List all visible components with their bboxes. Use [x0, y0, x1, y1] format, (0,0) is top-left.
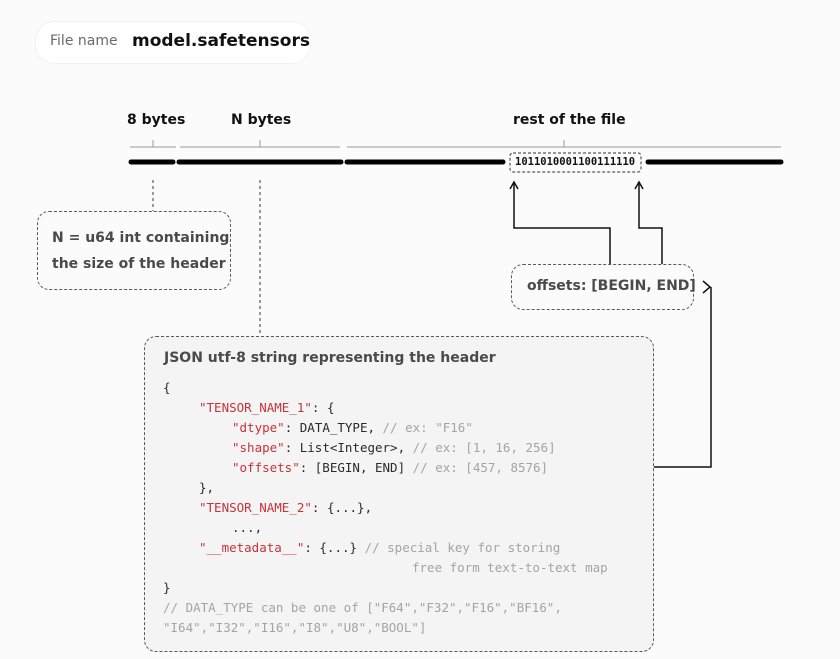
- n-size-note-line1: N = u64 int containing: [52, 230, 230, 246]
- n-size-note-box: [37, 211, 231, 290]
- code-line-close-brace: }: [163, 580, 171, 595]
- json-header-title: JSON utf-8 string representing the heade…: [164, 350, 496, 366]
- code-comment: // ex: "F16": [382, 420, 473, 435]
- code-key: "TENSOR_NAME_2": [199, 500, 312, 515]
- code-line-datatype-comment-2: "I64","I32","I16","I8","U8","BOOL"]: [163, 620, 426, 636]
- code-key: "__metadata__": [199, 540, 305, 555]
- filename-pill: [36, 22, 310, 63]
- offsets-note-text: offsets: [BEGIN, END]: [527, 278, 696, 294]
- code-line-metadata-comment-2: free form text-to-text map: [412, 560, 608, 576]
- code-comment: // ex: [457, 8576]: [412, 460, 549, 475]
- code-line-tensor-2: "TENSOR_NAME_2": {...},: [199, 500, 373, 515]
- offsets-note-arrowhead: [702, 280, 712, 294]
- code-comment: // special key for storing: [364, 540, 561, 555]
- bits-box: [509, 152, 642, 173]
- code-line-dtype: "dtype": DATA_TYPE, // ex: "F16": [232, 420, 473, 435]
- bits-value: 1011010001100111110: [515, 156, 636, 168]
- code-key: "dtype": [232, 420, 285, 435]
- filename-value: model.safetensors: [132, 31, 310, 51]
- begin-offset-arrow: [509, 180, 611, 264]
- offsets-note-box: [511, 264, 694, 310]
- code-line-metadata: "__metadata__": {...} // special key for…: [199, 540, 561, 555]
- rest-of-file-segment-label: rest of the file: [513, 112, 626, 128]
- code-line-ellipsis: ...,: [232, 520, 263, 535]
- n-size-note-line2: the size of the header: [52, 256, 226, 272]
- filename-label: File name: [50, 33, 118, 49]
- code-line-open-brace: {: [163, 380, 171, 395]
- json-header-box: [144, 336, 654, 652]
- code-line-tensor-1: "TENSOR_NAME_1": {: [199, 400, 335, 415]
- code-comment: free form text-to-text map: [412, 560, 608, 575]
- code-key: "offsets": [232, 460, 300, 475]
- code-key: "TENSOR_NAME_1": [199, 400, 312, 415]
- end-offset-arrow: [634, 180, 663, 264]
- header-segment-label: N bytes: [231, 112, 292, 128]
- code-key: "shape": [232, 440, 285, 455]
- code-comment: "I64","I32","I16","I8","U8","BOOL"]: [163, 620, 427, 635]
- code-line-offsets: "offsets": [BEGIN, END] // ex: [457, 857…: [232, 460, 549, 475]
- code-line-close-tensor-1: },: [199, 480, 215, 495]
- code-line-shape: "shape": List<Integer>, // ex: [1, 16, 2…: [232, 440, 556, 455]
- code-comment: // DATA_TYPE can be one of ["F64","F32",…: [163, 600, 562, 615]
- code-comment: // ex: [1, 16, 256]: [412, 440, 556, 455]
- header-size-segment-label: 8 bytes: [127, 112, 186, 128]
- code-line-datatype-comment-1: // DATA_TYPE can be one of ["F64","F32",…: [163, 600, 562, 616]
